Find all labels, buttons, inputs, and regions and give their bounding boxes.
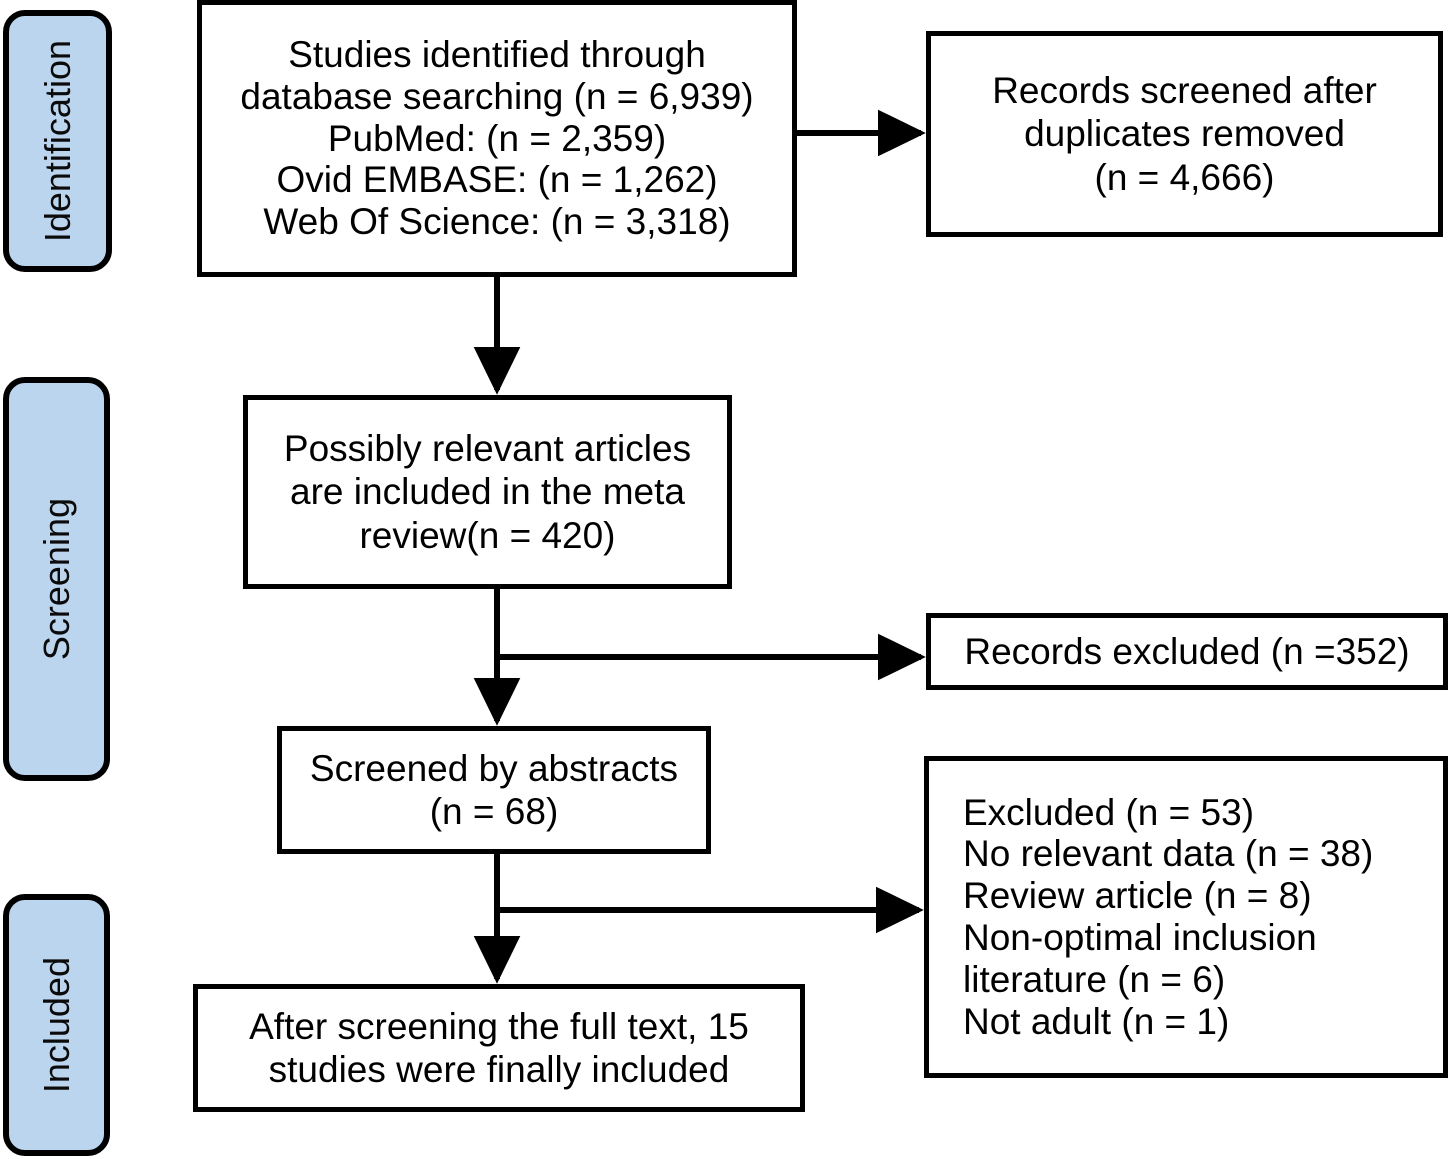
excluded-reasons-line-3: Review article (n = 8) [963, 875, 1312, 917]
studies-identified-line-5: Web Of Science: (n = 3,318) [263, 201, 731, 243]
stage-label-included-text: Included [35, 956, 77, 1094]
records-screened-line-3: (n = 4,666) [1094, 156, 1275, 198]
stage-label-identification-text: Identification [36, 39, 78, 243]
records-excluded-line-1: Records excluded (n =352) [964, 630, 1410, 672]
records-screened-line-2: duplicates removed [1024, 113, 1345, 155]
box-records-screened-after-duplicates: Records screened after duplicates remove… [926, 31, 1443, 237]
stage-label-screening: Screening [3, 377, 110, 781]
possibly-relevant-line-1: Possibly relevant articles [283, 428, 692, 470]
excluded-reasons-line-1: Excluded (n = 53) [963, 791, 1255, 833]
box-final-included-studies: After screening the full text, 15 studie… [193, 984, 805, 1112]
final-included-line-1: After screening the full text, 15 [249, 1005, 749, 1047]
possibly-relevant-line-3: review(n = 420) [359, 514, 616, 556]
studies-identified-line-1: Studies identified through [288, 34, 706, 75]
stage-label-identification: Identification [3, 10, 112, 272]
box-records-excluded: Records excluded (n =352) [926, 613, 1448, 690]
stage-label-included: Included [3, 894, 110, 1156]
screened-by-abstracts-line-2: (n = 68) [429, 791, 559, 832]
studies-identified-line-3: PubMed: (n = 2,359) [327, 117, 667, 159]
stage-label-screening-text: Screening [35, 497, 77, 661]
box-possibly-relevant-articles: Possibly relevant articles are included … [243, 395, 732, 589]
records-screened-line-1: Records screened after [992, 70, 1377, 112]
box-screened-by-abstracts: Screened by abstracts (n = 68) [277, 726, 711, 854]
box-excluded-reasons: Excluded (n = 53) No relevant data (n = … [924, 756, 1448, 1078]
excluded-reasons-line-2: No relevant data (n = 38) [963, 833, 1374, 875]
excluded-reasons-line-6: Not adult (n = 1) [963, 1000, 1230, 1042]
possibly-relevant-line-2: are included in the meta [290, 471, 685, 513]
excluded-reasons-line-4: Non-optimal inclusion [963, 917, 1317, 958]
screened-by-abstracts-line-1: Screened by abstracts [309, 747, 679, 789]
studies-identified-line-2: database searching (n = 6,939) [240, 75, 754, 117]
studies-identified-line-4: Ovid EMBASE: (n = 1,262) [276, 159, 718, 201]
box-studies-identified: Studies identified through database sear… [197, 0, 797, 277]
final-included-line-2: studies were finally included [268, 1049, 730, 1090]
excluded-reasons-line-5: literature (n = 6) [963, 958, 1226, 1000]
